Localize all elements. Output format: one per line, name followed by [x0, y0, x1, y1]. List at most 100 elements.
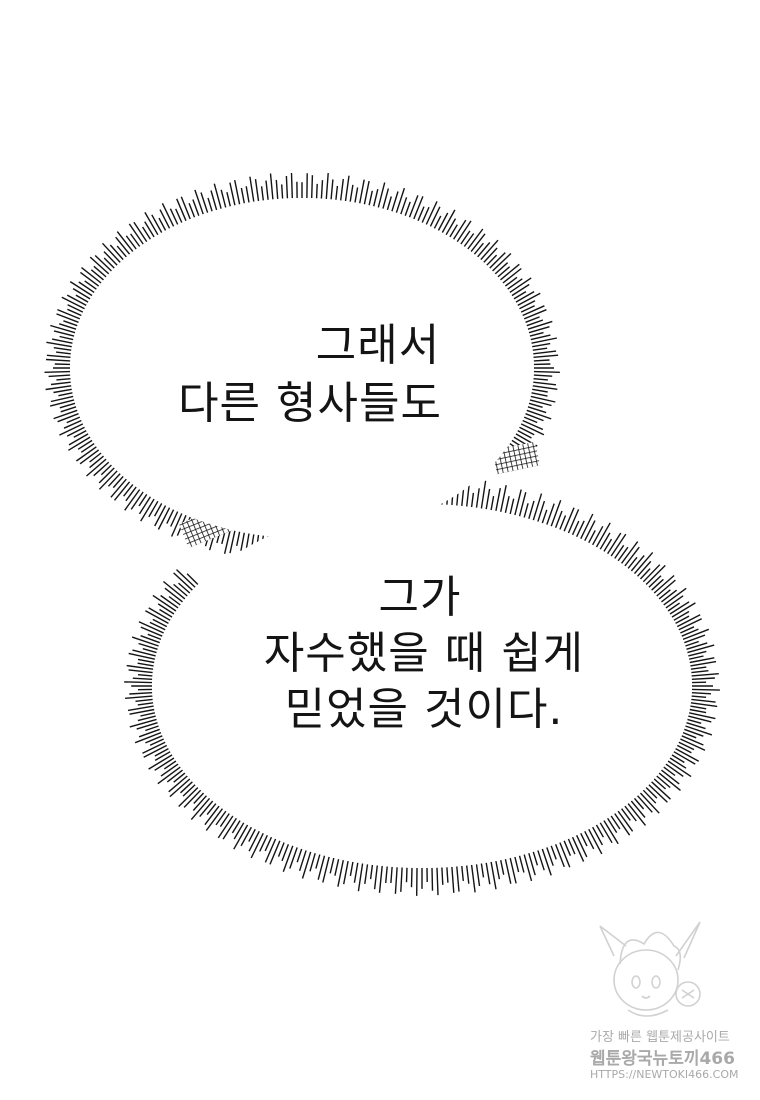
spike-stroke	[575, 834, 588, 858]
spike-stroke	[79, 271, 100, 287]
spike-stroke	[53, 409, 78, 420]
spike-stroke	[373, 189, 379, 207]
spike-stroke	[59, 423, 84, 436]
spike-stroke	[128, 652, 156, 660]
spike-stroke	[673, 751, 696, 765]
spike-stroke	[456, 220, 472, 243]
spike-stroke	[648, 784, 668, 803]
spike-stroke	[213, 183, 222, 209]
spike-stroke	[656, 775, 671, 789]
spike-stroke	[527, 406, 547, 414]
spike-stroke	[658, 589, 671, 600]
spike-stroke	[648, 575, 662, 588]
spike-stroke	[134, 731, 162, 744]
spike-stroke	[46, 354, 71, 358]
spike-stroke	[610, 533, 627, 557]
spike-stroke	[627, 556, 638, 569]
spike-stroke	[137, 702, 154, 706]
spike-stroke	[463, 233, 475, 247]
spike-stroke	[159, 608, 173, 618]
spike-stroke	[563, 840, 572, 856]
spike-stroke	[207, 197, 213, 212]
spike-stroke	[84, 280, 97, 290]
spike-stroke	[137, 674, 153, 677]
spike-stroke	[595, 522, 611, 548]
spike-stroke	[386, 196, 392, 211]
spike-stroke	[124, 681, 153, 684]
spike-stroke	[325, 173, 329, 199]
spike-stroke	[473, 242, 484, 255]
spike-stroke	[75, 446, 97, 462]
spike-stroke	[116, 245, 127, 258]
spike-stroke	[169, 208, 179, 225]
spike-stroke	[382, 188, 390, 209]
spike-stroke	[627, 803, 647, 826]
spike-stroke	[509, 857, 517, 884]
spike-stroke	[137, 715, 156, 722]
spike-stroke	[691, 673, 719, 677]
spike-stroke	[126, 664, 154, 670]
spike-stroke	[259, 834, 269, 852]
spike-stroke	[60, 406, 77, 413]
spike-stroke	[688, 712, 716, 720]
spike-stroke	[499, 263, 520, 281]
spike-stroke	[153, 503, 163, 517]
spike-stroke	[48, 374, 71, 378]
spike-stroke	[157, 766, 181, 785]
spike-stroke	[112, 475, 124, 489]
spike-stroke	[660, 769, 680, 785]
spike-stroke	[614, 813, 631, 836]
spike-stroke	[168, 775, 188, 793]
spike-stroke	[66, 294, 87, 307]
spike-stroke	[229, 530, 236, 554]
spike-stroke	[58, 323, 77, 330]
spike-stroke	[145, 735, 163, 744]
spike-stroke	[617, 810, 634, 832]
spike-stroke	[133, 221, 148, 243]
spike-stroke	[400, 197, 408, 215]
spike-stroke	[56, 351, 71, 355]
spike-stroke	[162, 580, 186, 600]
spike-stroke	[691, 688, 720, 691]
spike-stroke	[517, 429, 532, 439]
spike-stroke	[523, 503, 529, 518]
spike-stroke	[149, 621, 166, 631]
spike-stroke	[128, 223, 144, 245]
spike-stroke	[46, 341, 72, 348]
spike-stroke	[157, 603, 175, 615]
spike-stroke	[520, 305, 535, 313]
spike-stroke	[571, 836, 585, 862]
spike-stroke	[349, 184, 354, 202]
spike-stroke	[148, 500, 159, 518]
spike-stroke	[334, 858, 340, 876]
spike-stroke	[124, 489, 141, 511]
spike-stroke	[59, 402, 76, 409]
spike-stroke	[298, 850, 307, 872]
spike-stroke	[364, 864, 369, 884]
spike-stroke	[233, 824, 249, 850]
spike-stroke	[142, 741, 166, 754]
spike-stroke	[413, 196, 424, 220]
spike-stroke	[264, 838, 277, 863]
spike-stroke	[123, 483, 134, 497]
spike-stroke	[678, 618, 703, 631]
spike-stroke	[269, 173, 274, 200]
spike-stroke	[264, 836, 273, 852]
spike-stroke	[673, 610, 690, 621]
spike-stroke	[100, 464, 112, 476]
spike-stroke	[93, 265, 107, 278]
spike-stroke	[349, 861, 354, 877]
spike-stroke	[67, 304, 84, 313]
spike-stroke	[315, 183, 318, 199]
spike-stroke	[53, 347, 72, 351]
spike-stroke	[445, 218, 457, 236]
spike-stroke	[603, 820, 619, 845]
spike-stroke	[504, 858, 512, 884]
spike-stroke	[50, 381, 71, 386]
spike-stroke	[66, 416, 81, 424]
spike-stroke	[470, 864, 476, 893]
spike-stroke	[89, 455, 105, 469]
spike-stroke	[676, 744, 692, 754]
spike-stroke	[690, 705, 707, 710]
spike-stroke	[110, 478, 127, 498]
